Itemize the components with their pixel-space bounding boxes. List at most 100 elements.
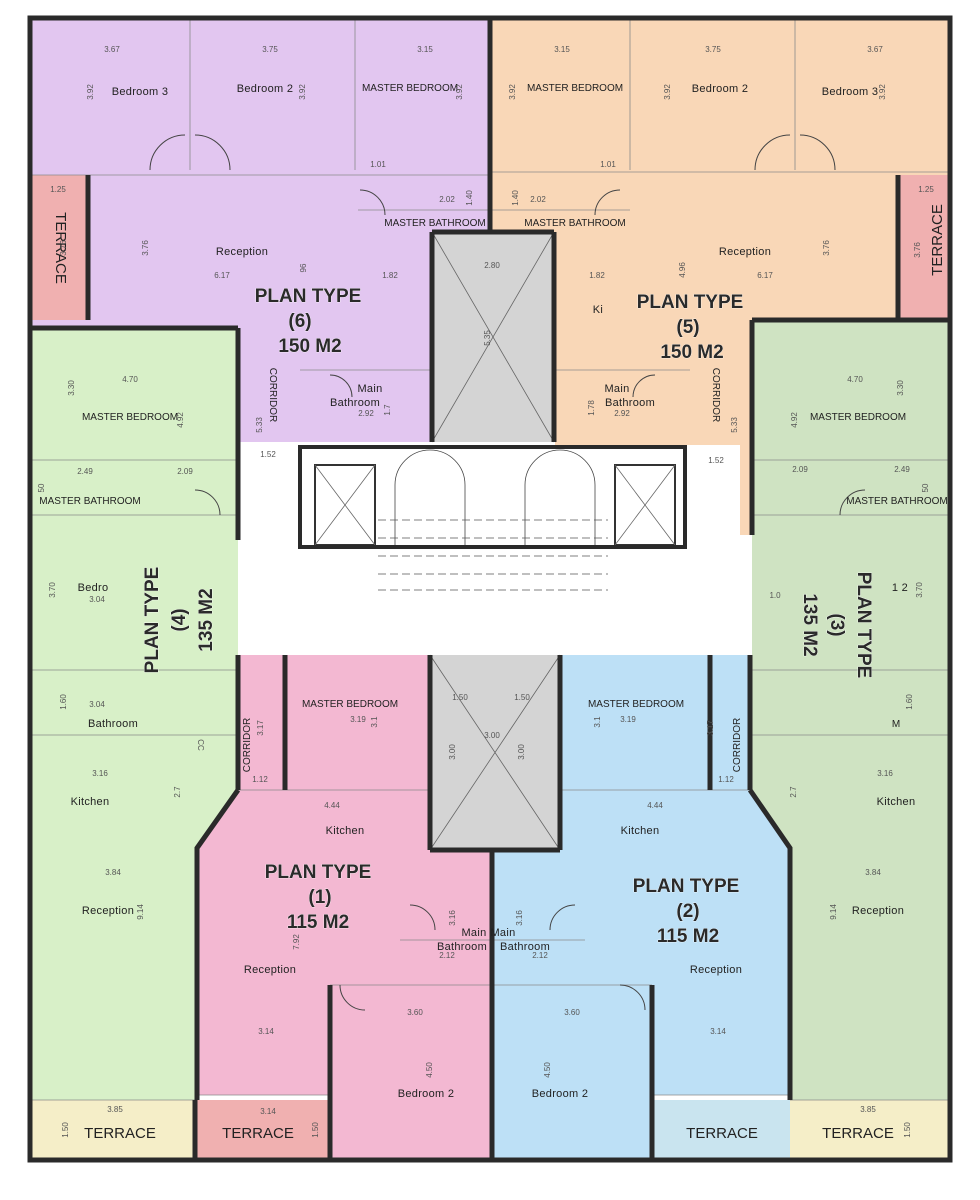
dim: 1.82	[589, 271, 605, 280]
unit-4-area	[30, 328, 238, 1100]
dim: 4.96	[678, 262, 687, 278]
dim: 7.92	[292, 934, 301, 950]
dim: 2.09	[177, 467, 193, 476]
dim: 50	[37, 483, 46, 492]
plan-5-number: (5)	[676, 317, 699, 338]
dim: 3.60	[564, 1008, 580, 1017]
dim: 1.01	[600, 160, 616, 169]
plan-title-1: PLAN TYPE (1) 115 M2	[264, 862, 372, 934]
dim: 3.60	[407, 1008, 423, 1017]
plan-3-area: 135 M2	[799, 593, 820, 656]
dim: 5.33	[730, 417, 739, 433]
dim: 3.67	[104, 45, 120, 54]
dim: 2.7	[173, 786, 182, 798]
dim: 6.17	[214, 271, 230, 280]
u5-main-bath-line2: Bathroom	[605, 397, 655, 409]
terrace-u1-fill	[197, 1100, 330, 1160]
dim: 2.92	[614, 409, 630, 418]
dim: 4.70	[122, 375, 138, 384]
plan-1-type: PLAN TYPE	[265, 862, 372, 883]
u1-reception-label: Reception	[244, 964, 296, 976]
dim: 1.50	[311, 1122, 320, 1138]
dim: 1.78	[587, 400, 596, 416]
u1-main-bath-line1: Main	[461, 927, 486, 939]
unit-5-area	[490, 18, 950, 535]
plan-2-area: 115 M2	[657, 926, 719, 947]
dim: 1.50	[514, 693, 530, 702]
dim: 1.50	[61, 1122, 70, 1138]
u5-bedroom3-label: Bedroom 3	[822, 86, 879, 98]
u5-master-bath-label: MASTER BATHROOM	[524, 218, 625, 229]
u2-main-bath-line1: Main	[490, 927, 515, 939]
dim: 1.60	[59, 694, 68, 710]
u6-reception-label: Reception	[216, 246, 268, 258]
unit-1-area	[197, 655, 492, 1160]
dim: 3.92	[878, 84, 887, 100]
u5-reception-label: Reception	[719, 246, 771, 258]
dim: 3.92	[663, 84, 672, 100]
u2-master-label: MASTER BEDROOM	[588, 699, 684, 710]
u1-main-bath-line2: Bathroom	[437, 941, 487, 953]
terrace-label-u2: TERRACE	[686, 1125, 758, 1142]
u2-main-bath-line2: Bathroom	[500, 941, 550, 953]
dim: 3.17	[706, 720, 715, 736]
u3-kitchen-label: Kitchen	[877, 796, 916, 808]
dim: 1.52	[708, 456, 724, 465]
dim: 9.14	[829, 904, 838, 920]
dim: 1.50	[903, 1122, 912, 1138]
dim: 3.85	[860, 1105, 876, 1114]
dim: 1.12	[252, 775, 268, 784]
u4-cc-label: CC	[196, 739, 205, 751]
dim: 4.50	[425, 1062, 434, 1078]
u3-master-bath-label: MASTER BATHROOM	[846, 496, 947, 507]
dim: 6.17	[757, 271, 773, 280]
u1-kitchen-label: Kitchen	[326, 825, 365, 837]
dim: 3.92	[455, 84, 464, 100]
plan-5-area: 150 M2	[660, 342, 723, 363]
dim: 3.75	[262, 45, 278, 54]
u3-reception-label: Reception	[852, 905, 904, 917]
plan-4-area: 135 M2	[196, 588, 217, 651]
plan-title-2: PLAN TYPE (2) 115 M2	[632, 876, 739, 948]
u6-master-bath-label: MASTER BATHROOM	[384, 218, 485, 229]
dim: 3.1	[370, 716, 379, 728]
dim: 4.92	[176, 412, 185, 428]
plan-6-number: (6)	[288, 311, 311, 332]
dim: 3.85	[107, 1105, 123, 1114]
u1-master-label: MASTER BEDROOM	[302, 699, 398, 710]
dim: 1.0	[769, 591, 781, 600]
dim: 5.35	[483, 330, 492, 346]
plan-title-4: PLAN TYPE (4) 135 M2	[142, 566, 218, 674]
dim: 3.14	[710, 1027, 726, 1036]
dim: 3.19	[350, 715, 366, 724]
dim: 3.16	[515, 910, 524, 926]
dim: 3.15	[417, 45, 433, 54]
dim: 3.92	[86, 84, 95, 100]
dim: 4.50	[543, 1062, 552, 1078]
dim: 1.52	[260, 450, 276, 459]
unit-6-area	[30, 18, 490, 540]
dim: 1.60	[905, 694, 914, 710]
dim: 2.7	[789, 786, 798, 798]
plan-4-number: (4)	[169, 608, 190, 631]
terrace-u3-fill	[790, 1100, 950, 1160]
plan-title-3: PLAN TYPE (3) 135 M2	[799, 571, 875, 678]
dim: 3.67	[867, 45, 883, 54]
plan-1-area: 115 M2	[287, 912, 349, 933]
dim: 4.92	[790, 412, 799, 428]
u6-corridor-label: CORRIDOR	[267, 368, 278, 422]
dimension-labels: 3.67 3.92 3.75 3.92 3.15 3.92 1.01 2.02 …	[37, 45, 934, 1138]
dim: 50	[921, 483, 930, 492]
dim: 3.76	[822, 240, 831, 256]
dim: 3.17	[256, 720, 265, 736]
dim: 3.70	[915, 582, 924, 598]
plan-3-number: (3)	[826, 613, 847, 636]
plan-title-5: PLAN TYPE (5) 150 M2	[636, 292, 744, 364]
plan-4-type: PLAN TYPE	[142, 567, 163, 674]
dim: 1.25	[50, 185, 66, 194]
plan-5-type: PLAN TYPE	[637, 292, 744, 313]
terrace-label-u6: TERRACE	[52, 212, 69, 284]
u2-bedroom2-label: Bedroom 2	[532, 1088, 589, 1100]
plan-6-area: 150 M2	[278, 336, 341, 357]
terrace-label-u3: TERRACE	[822, 1125, 894, 1142]
